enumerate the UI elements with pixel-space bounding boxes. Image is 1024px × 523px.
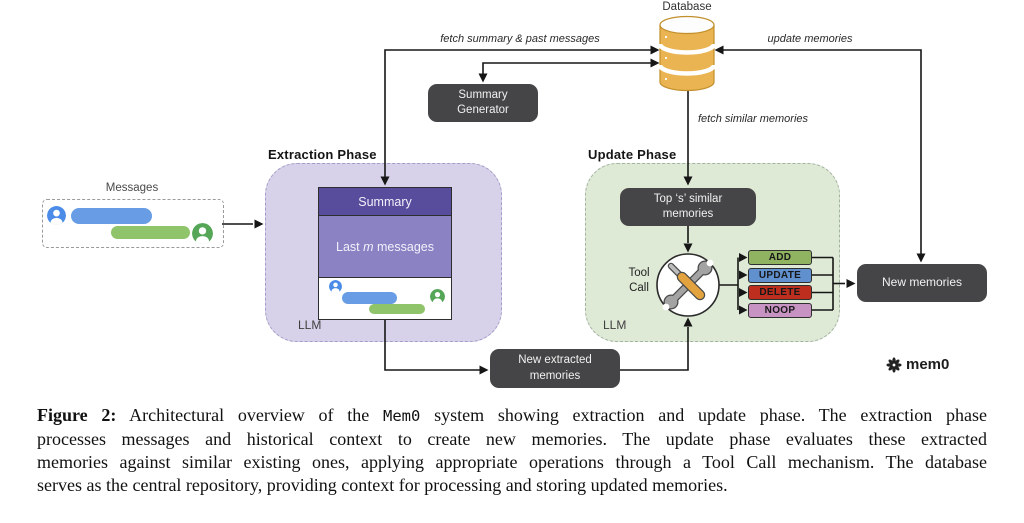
- last-messages-section: Last m messages: [319, 216, 451, 278]
- tool-call-label: Tool Call: [628, 267, 650, 294]
- caption-line-1: Figure 2: Architectural overview of the …: [37, 405, 988, 425]
- messages-title: Messages: [105, 182, 159, 194]
- caption-line-3: memories against similar existing ones, …: [37, 452, 987, 472]
- assistant-message-bubble: [111, 226, 190, 239]
- op-update-badge: UPDATE: [748, 267, 812, 283]
- top-similar-line1: Top ‘s’ similar: [653, 192, 723, 205]
- top-similar-memories-box: Top ‘s’ similar memories: [620, 188, 756, 226]
- database-label: Database: [662, 1, 712, 13]
- summary-section: Summary: [319, 188, 451, 216]
- top-similar-line2: memories: [662, 208, 714, 220]
- chat-section: [319, 278, 451, 319]
- assistant-message-bubble: [369, 304, 425, 314]
- summary-generator-box: Summary Generator: [428, 84, 538, 122]
- database-icon: [657, 15, 717, 92]
- update-phase-title: Update Phase: [588, 147, 677, 162]
- user-message-bubble: [342, 292, 397, 304]
- assistant-avatar-icon: [430, 289, 445, 304]
- extraction-phase-title: Extraction Phase: [268, 147, 377, 162]
- new-extracted-memories-box: New extracted memories: [490, 349, 620, 388]
- mem0-logo-text: mem0: [906, 356, 950, 373]
- figure-caption: Figure 2: Architectural overview of the …: [37, 404, 987, 497]
- user-message-bubble: [71, 208, 152, 224]
- mem0-logo: mem0: [886, 356, 949, 373]
- update-llm-label: LLM: [603, 318, 627, 332]
- caption-line-2: processes messages and historical contex…: [37, 429, 987, 449]
- op-noop-badge: NOOP: [748, 302, 812, 318]
- op-delete-badge: DELETE: [748, 285, 812, 300]
- op-add-badge: ADD: [748, 250, 812, 265]
- last-messages-label: Last m messages: [336, 239, 434, 254]
- mem0-flower-icon: [886, 356, 902, 373]
- messages-frame: [42, 199, 224, 248]
- caption-line-4: serves as the central repository, provid…: [37, 475, 728, 495]
- new-memories-box: New memories: [857, 264, 987, 302]
- fetch-similar-label: fetch similar memories: [698, 113, 809, 125]
- assistant-avatar-icon: [192, 223, 213, 244]
- fetch-summary-label: fetch summary & past messages: [440, 33, 600, 45]
- user-avatar-icon: [47, 206, 66, 225]
- user-avatar-icon: [329, 280, 342, 293]
- update-memories-label: update memories: [767, 33, 853, 45]
- extraction-llm-label: LLM: [298, 318, 322, 332]
- context-card: Summary Last m messages: [318, 187, 452, 320]
